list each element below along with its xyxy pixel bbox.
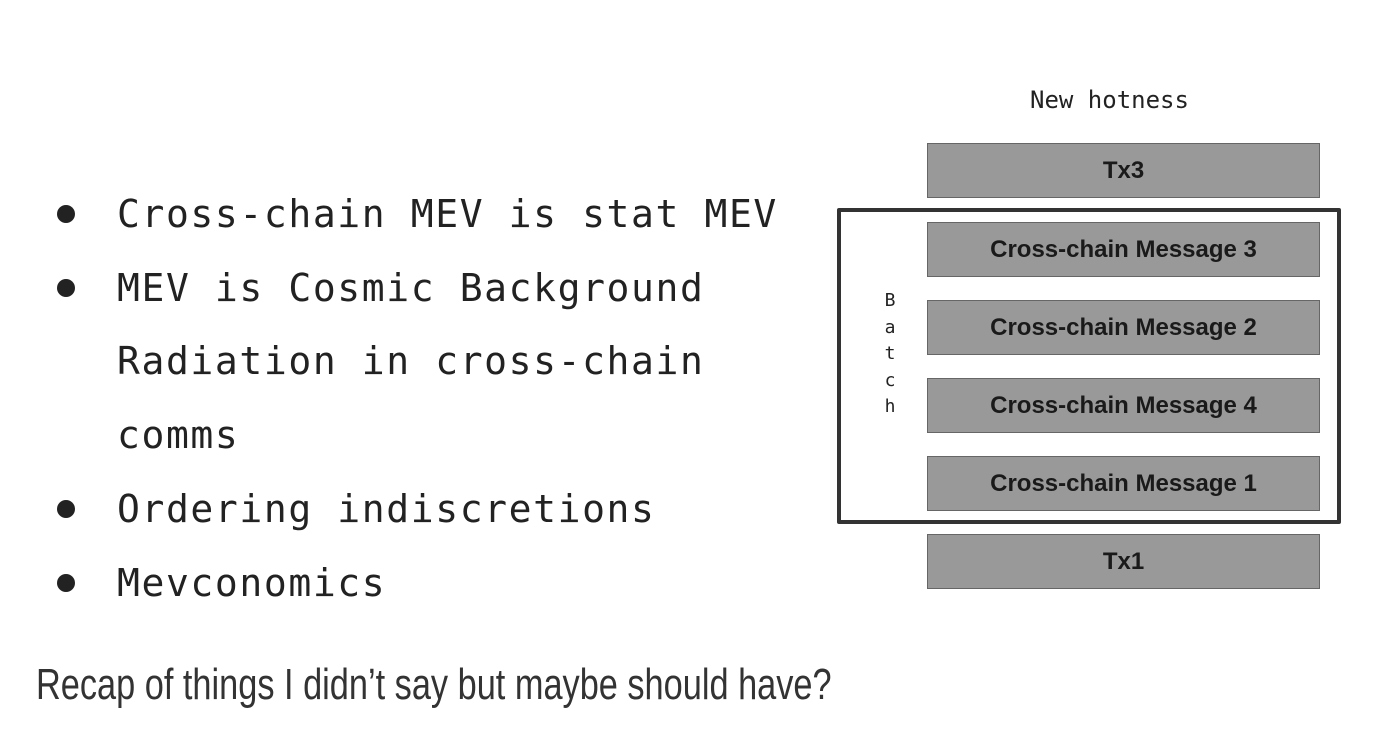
bullet-dot (57, 205, 75, 223)
batch-label-letter: h (884, 396, 896, 417)
tx1-box: Tx1 (927, 534, 1320, 589)
batch-label-letter: c (884, 369, 896, 391)
diagram-title: New hotness (1030, 86, 1189, 114)
bullet-dot (57, 279, 75, 297)
message-3-box: Cross-chain Message 3 (927, 222, 1320, 277)
bullet-list: Cross-chain MEV is stat MEV MEV is Cosmi… (57, 192, 778, 605)
batch-label-letter: B (884, 290, 896, 311)
message-4-box: Cross-chain Message 4 (927, 378, 1320, 433)
batch-label-letter: a (884, 316, 896, 338)
slide-caption: Recap of things I didn’t say but maybe s… (36, 660, 832, 709)
bullet-text-continuation: Radiation in cross-chain (117, 339, 705, 383)
bullet-text: MEV is Cosmic Background (117, 266, 705, 310)
bullet-dot (57, 500, 75, 518)
bullet-dot (57, 574, 75, 592)
tx3-box: Tx3 (927, 143, 1320, 198)
batch-label: B a t c h (880, 288, 900, 421)
message-1-box: Cross-chain Message 1 (927, 456, 1320, 511)
bullet-text: Cross-chain MEV is stat MEV (117, 192, 778, 236)
bullet-text: Ordering indiscretions (117, 487, 656, 531)
message-2-box: Cross-chain Message 2 (927, 300, 1320, 355)
batch-label-letter: t (884, 343, 896, 364)
batch-frame (837, 208, 1341, 524)
bullet-text: Mevconomics (117, 561, 387, 605)
bullet-text-continuation: comms (117, 413, 240, 457)
